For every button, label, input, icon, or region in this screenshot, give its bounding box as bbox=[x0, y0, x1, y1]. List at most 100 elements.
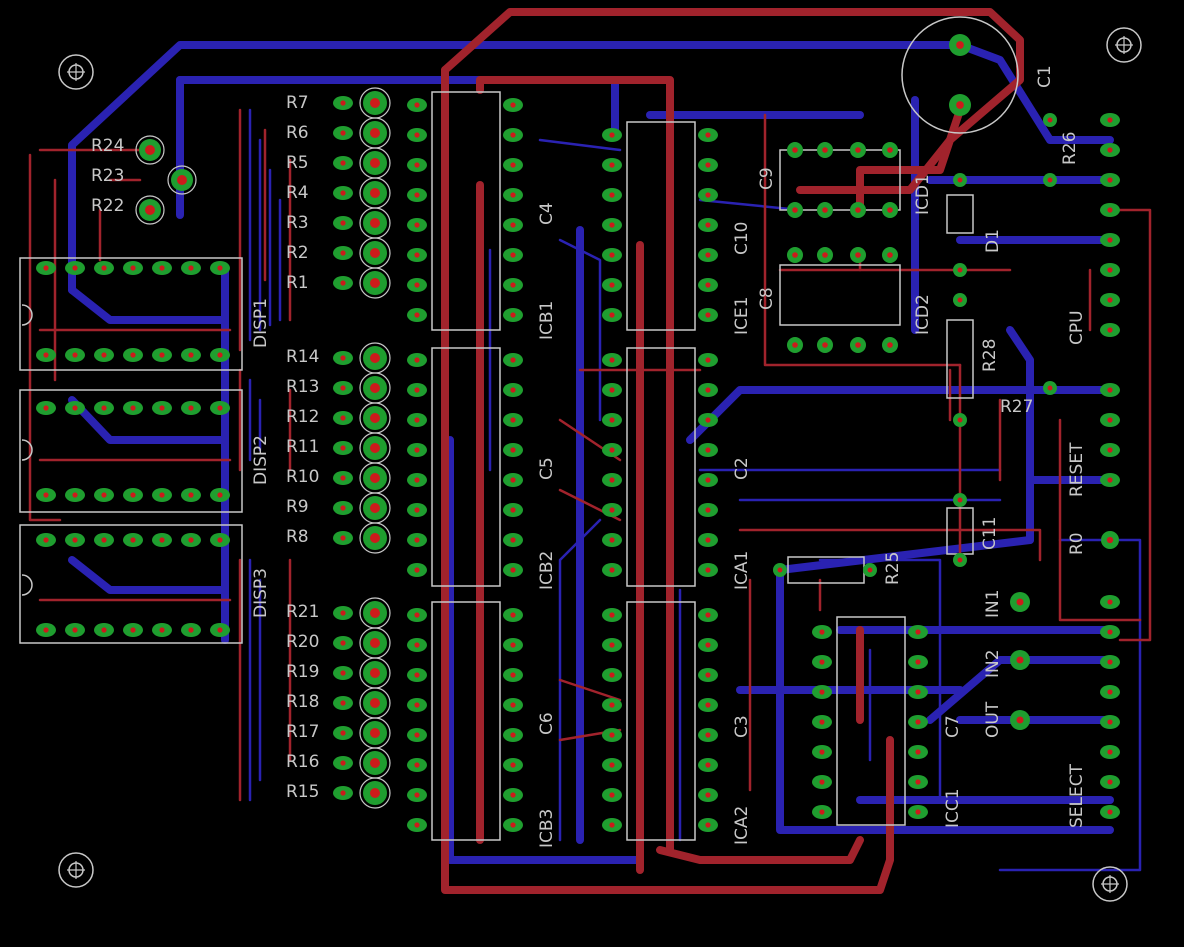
label-icb3: ICB3 bbox=[537, 809, 557, 848]
label-out: OUT bbox=[983, 701, 1003, 738]
drill bbox=[957, 177, 963, 183]
drill bbox=[370, 503, 380, 513]
drill bbox=[340, 475, 346, 481]
drill bbox=[188, 492, 194, 498]
drill bbox=[705, 642, 711, 648]
drill bbox=[1107, 689, 1113, 695]
label-c9: C9 bbox=[757, 167, 777, 190]
drill bbox=[510, 672, 516, 678]
drill bbox=[72, 405, 78, 411]
drill bbox=[101, 627, 107, 633]
drill bbox=[217, 627, 223, 633]
mounting-hole-cross bbox=[1101, 875, 1119, 893]
label-c2: C2 bbox=[732, 457, 752, 480]
drill bbox=[414, 612, 420, 618]
drill bbox=[340, 250, 346, 256]
drill bbox=[705, 447, 711, 453]
ic-outline bbox=[431, 347, 501, 587]
drill bbox=[510, 732, 516, 738]
label-c10: C10 bbox=[732, 221, 752, 255]
drill bbox=[414, 477, 420, 483]
label-c8: C8 bbox=[757, 287, 777, 310]
label-resistor: R18 bbox=[286, 692, 319, 712]
drill bbox=[1107, 387, 1113, 393]
drill bbox=[370, 668, 380, 678]
drill bbox=[1107, 297, 1113, 303]
label-reset: RESET bbox=[1067, 442, 1087, 497]
label-resistor: R20 bbox=[286, 632, 319, 652]
drill bbox=[510, 192, 516, 198]
label-ica2: ICA2 bbox=[732, 806, 752, 845]
drill bbox=[72, 352, 78, 358]
label-resistor: R10 bbox=[286, 467, 319, 487]
drill bbox=[510, 357, 516, 363]
drill bbox=[867, 567, 873, 573]
drill bbox=[1107, 177, 1113, 183]
label-cpu: CPU bbox=[1067, 310, 1087, 345]
mounting-hole-cross bbox=[67, 63, 85, 81]
drill bbox=[705, 822, 711, 828]
drill bbox=[370, 158, 380, 168]
drill bbox=[609, 612, 615, 618]
bottom-trace-thin bbox=[558, 518, 602, 842]
ic-outline bbox=[626, 121, 696, 331]
drill bbox=[101, 352, 107, 358]
ic-outline bbox=[431, 91, 501, 331]
drill bbox=[188, 627, 194, 633]
drill bbox=[340, 385, 346, 391]
label-c5: C5 bbox=[537, 457, 557, 480]
drill bbox=[609, 792, 615, 798]
drill bbox=[855, 147, 861, 153]
drill bbox=[1016, 598, 1024, 606]
label-resistor: R13 bbox=[286, 377, 319, 397]
drill bbox=[510, 132, 516, 138]
drill bbox=[1107, 237, 1113, 243]
drill bbox=[159, 492, 165, 498]
drill bbox=[510, 477, 516, 483]
label-resistor: R2 bbox=[286, 243, 309, 263]
drill bbox=[1107, 629, 1113, 635]
drill bbox=[609, 642, 615, 648]
drill bbox=[43, 352, 49, 358]
component-outlines bbox=[19, 16, 1142, 902]
label-c11: C11 bbox=[980, 516, 1000, 550]
mounting-hole-cross bbox=[1115, 36, 1133, 54]
drill bbox=[792, 207, 798, 213]
drill bbox=[510, 312, 516, 318]
top-trace bbox=[441, 8, 1024, 194]
bottom-trace bbox=[68, 556, 229, 594]
drill bbox=[340, 700, 346, 706]
drill bbox=[370, 248, 380, 258]
bottom-trace bbox=[776, 566, 1114, 834]
notch bbox=[21, 304, 33, 326]
top-trace-thin bbox=[558, 678, 622, 702]
label-resistor: R9 bbox=[286, 497, 309, 517]
drill bbox=[414, 162, 420, 168]
drill bbox=[159, 352, 165, 358]
drill bbox=[887, 147, 893, 153]
drill bbox=[915, 689, 921, 695]
drill bbox=[414, 312, 420, 318]
top-layer-traces bbox=[28, 8, 1152, 894]
drill bbox=[705, 537, 711, 543]
drill bbox=[1107, 207, 1113, 213]
label-icc1: ICC1 bbox=[943, 788, 963, 828]
drill bbox=[370, 278, 380, 288]
drill bbox=[705, 357, 711, 363]
drill bbox=[43, 492, 49, 498]
drill bbox=[43, 265, 49, 271]
drill bbox=[510, 507, 516, 513]
label-resistor: R1 bbox=[286, 273, 309, 293]
drill bbox=[510, 447, 516, 453]
drill bbox=[414, 732, 420, 738]
drill bbox=[705, 387, 711, 393]
drill bbox=[957, 267, 963, 273]
drill bbox=[188, 537, 194, 543]
drill bbox=[510, 222, 516, 228]
drill bbox=[177, 175, 187, 185]
bottom-trace-thin bbox=[538, 138, 622, 152]
top-trace bbox=[441, 66, 894, 894]
label-c7: C7 bbox=[943, 715, 963, 738]
drill bbox=[217, 405, 223, 411]
drill bbox=[915, 629, 921, 635]
